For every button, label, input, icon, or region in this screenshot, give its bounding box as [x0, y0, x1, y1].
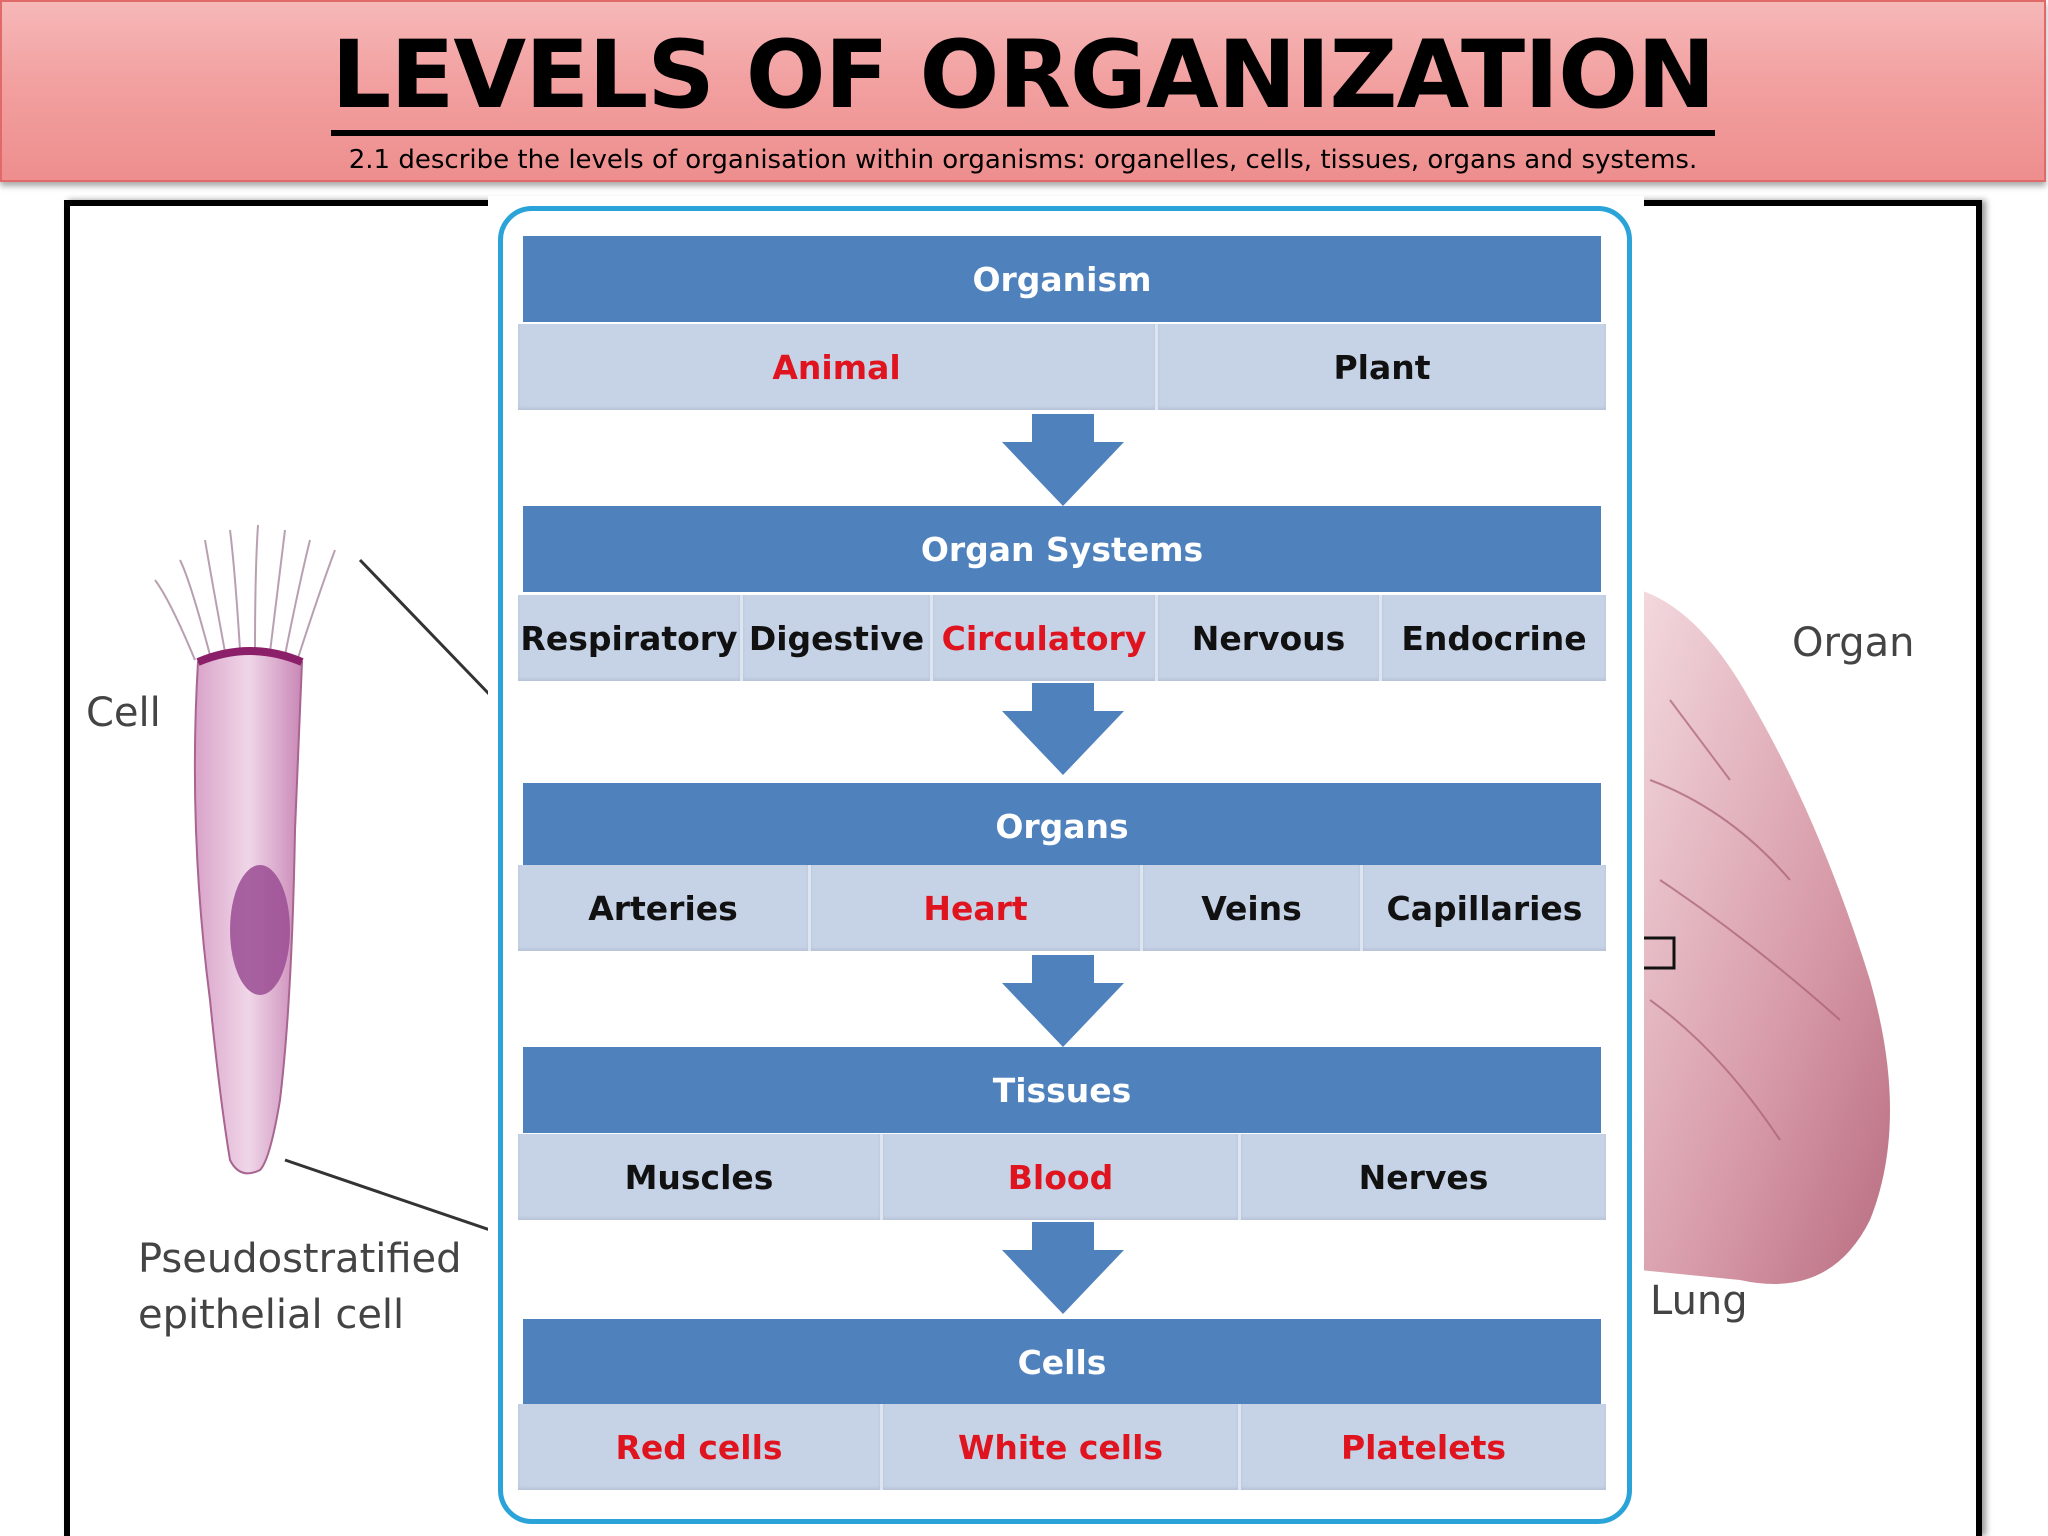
level-item-text: Animal — [772, 347, 901, 387]
level-items-tissues: Muscles Blood Nerves — [518, 1134, 1606, 1220]
page-subtitle: 2.1 describe the levels of organisation … — [348, 145, 1698, 175]
levels-diagram-border — [498, 206, 1632, 1524]
level-item-text: Plant — [1333, 347, 1431, 387]
level-item: Heart — [811, 865, 1143, 951]
level-item-text: Platelets — [1340, 1427, 1507, 1467]
level-item-text: Nervous — [1191, 618, 1346, 658]
level-item-text: Respiratory — [520, 618, 738, 658]
title-banner: LEVELS OF ORGANIZATION 2.1 describe the … — [0, 0, 2046, 182]
level-item: Nervous — [1158, 595, 1382, 681]
level-items-organs: Arteries Heart Veins Capillaries — [518, 865, 1606, 951]
level-item: Endocrine — [1382, 595, 1606, 681]
level-item-text: Digestive — [748, 618, 925, 658]
level-item: Nerves — [1241, 1134, 1606, 1220]
level-item-text: Muscles — [624, 1157, 774, 1197]
cell-caption-line1: Pseudostratified — [138, 1236, 462, 1282]
epithelial-cell-illustration — [154, 524, 490, 1232]
level-item-text: Red cells — [615, 1427, 783, 1467]
level-heading-cells: Cells — [523, 1319, 1601, 1405]
level-item-text: White cells — [957, 1427, 1164, 1467]
down-arrow-icon — [1002, 1222, 1124, 1314]
level-heading-organs: Organs — [523, 783, 1601, 869]
level-item: Circulatory — [933, 595, 1158, 681]
lung-shape — [1640, 590, 1890, 1284]
level-item: Arteries — [518, 865, 811, 951]
level-item: Respiratory — [518, 595, 743, 681]
level-item: Platelets — [1241, 1404, 1606, 1490]
cell-caption-line2: epithelial cell — [138, 1292, 405, 1338]
level-item: Digestive — [743, 595, 933, 681]
down-arrow-icon — [1002, 683, 1124, 775]
level-items-organ-systems: Respiratory Digestive Circulatory Nervou… — [518, 595, 1606, 681]
level-items-organism: Animal Plant — [518, 324, 1606, 410]
level-item-text: Nerves — [1358, 1157, 1489, 1197]
level-heading-tissues: Tissues — [523, 1047, 1601, 1133]
level-heading-organ-systems: Organ Systems — [523, 506, 1601, 592]
level-item: Animal — [518, 324, 1158, 410]
organ-label: Organ — [1792, 620, 1915, 666]
level-item-text: Blood — [1007, 1157, 1114, 1197]
level-item-text: Heart — [923, 888, 1028, 928]
level-item: Blood — [883, 1134, 1241, 1220]
level-item-text: Circulatory — [941, 618, 1147, 658]
down-arrow-icon — [1002, 414, 1124, 506]
level-item-text: Arteries — [588, 888, 738, 928]
level-item: White cells — [883, 1404, 1241, 1490]
level-items-cells: Red cells White cells Platelets — [518, 1404, 1606, 1490]
page-title: LEVELS OF ORGANIZATION — [2, 21, 2044, 136]
cell-nucleus — [230, 865, 290, 995]
level-item-text: Veins — [1201, 888, 1302, 928]
level-heading-organism: Organism — [523, 236, 1601, 322]
page-title-text: LEVELS OF ORGANIZATION — [331, 21, 1716, 136]
level-item: Capillaries — [1363, 865, 1606, 951]
level-item: Plant — [1158, 324, 1606, 410]
level-item: Muscles — [518, 1134, 883, 1220]
lung-label: Lung — [1650, 1278, 1748, 1324]
lung-illustration — [1640, 590, 1890, 1284]
down-arrow-icon — [1002, 955, 1124, 1047]
cell-label: Cell — [86, 690, 161, 736]
level-item: Veins — [1143, 865, 1363, 951]
level-item-text: Endocrine — [1401, 618, 1587, 658]
level-item: Red cells — [518, 1404, 883, 1490]
level-item-text: Capillaries — [1386, 888, 1583, 928]
